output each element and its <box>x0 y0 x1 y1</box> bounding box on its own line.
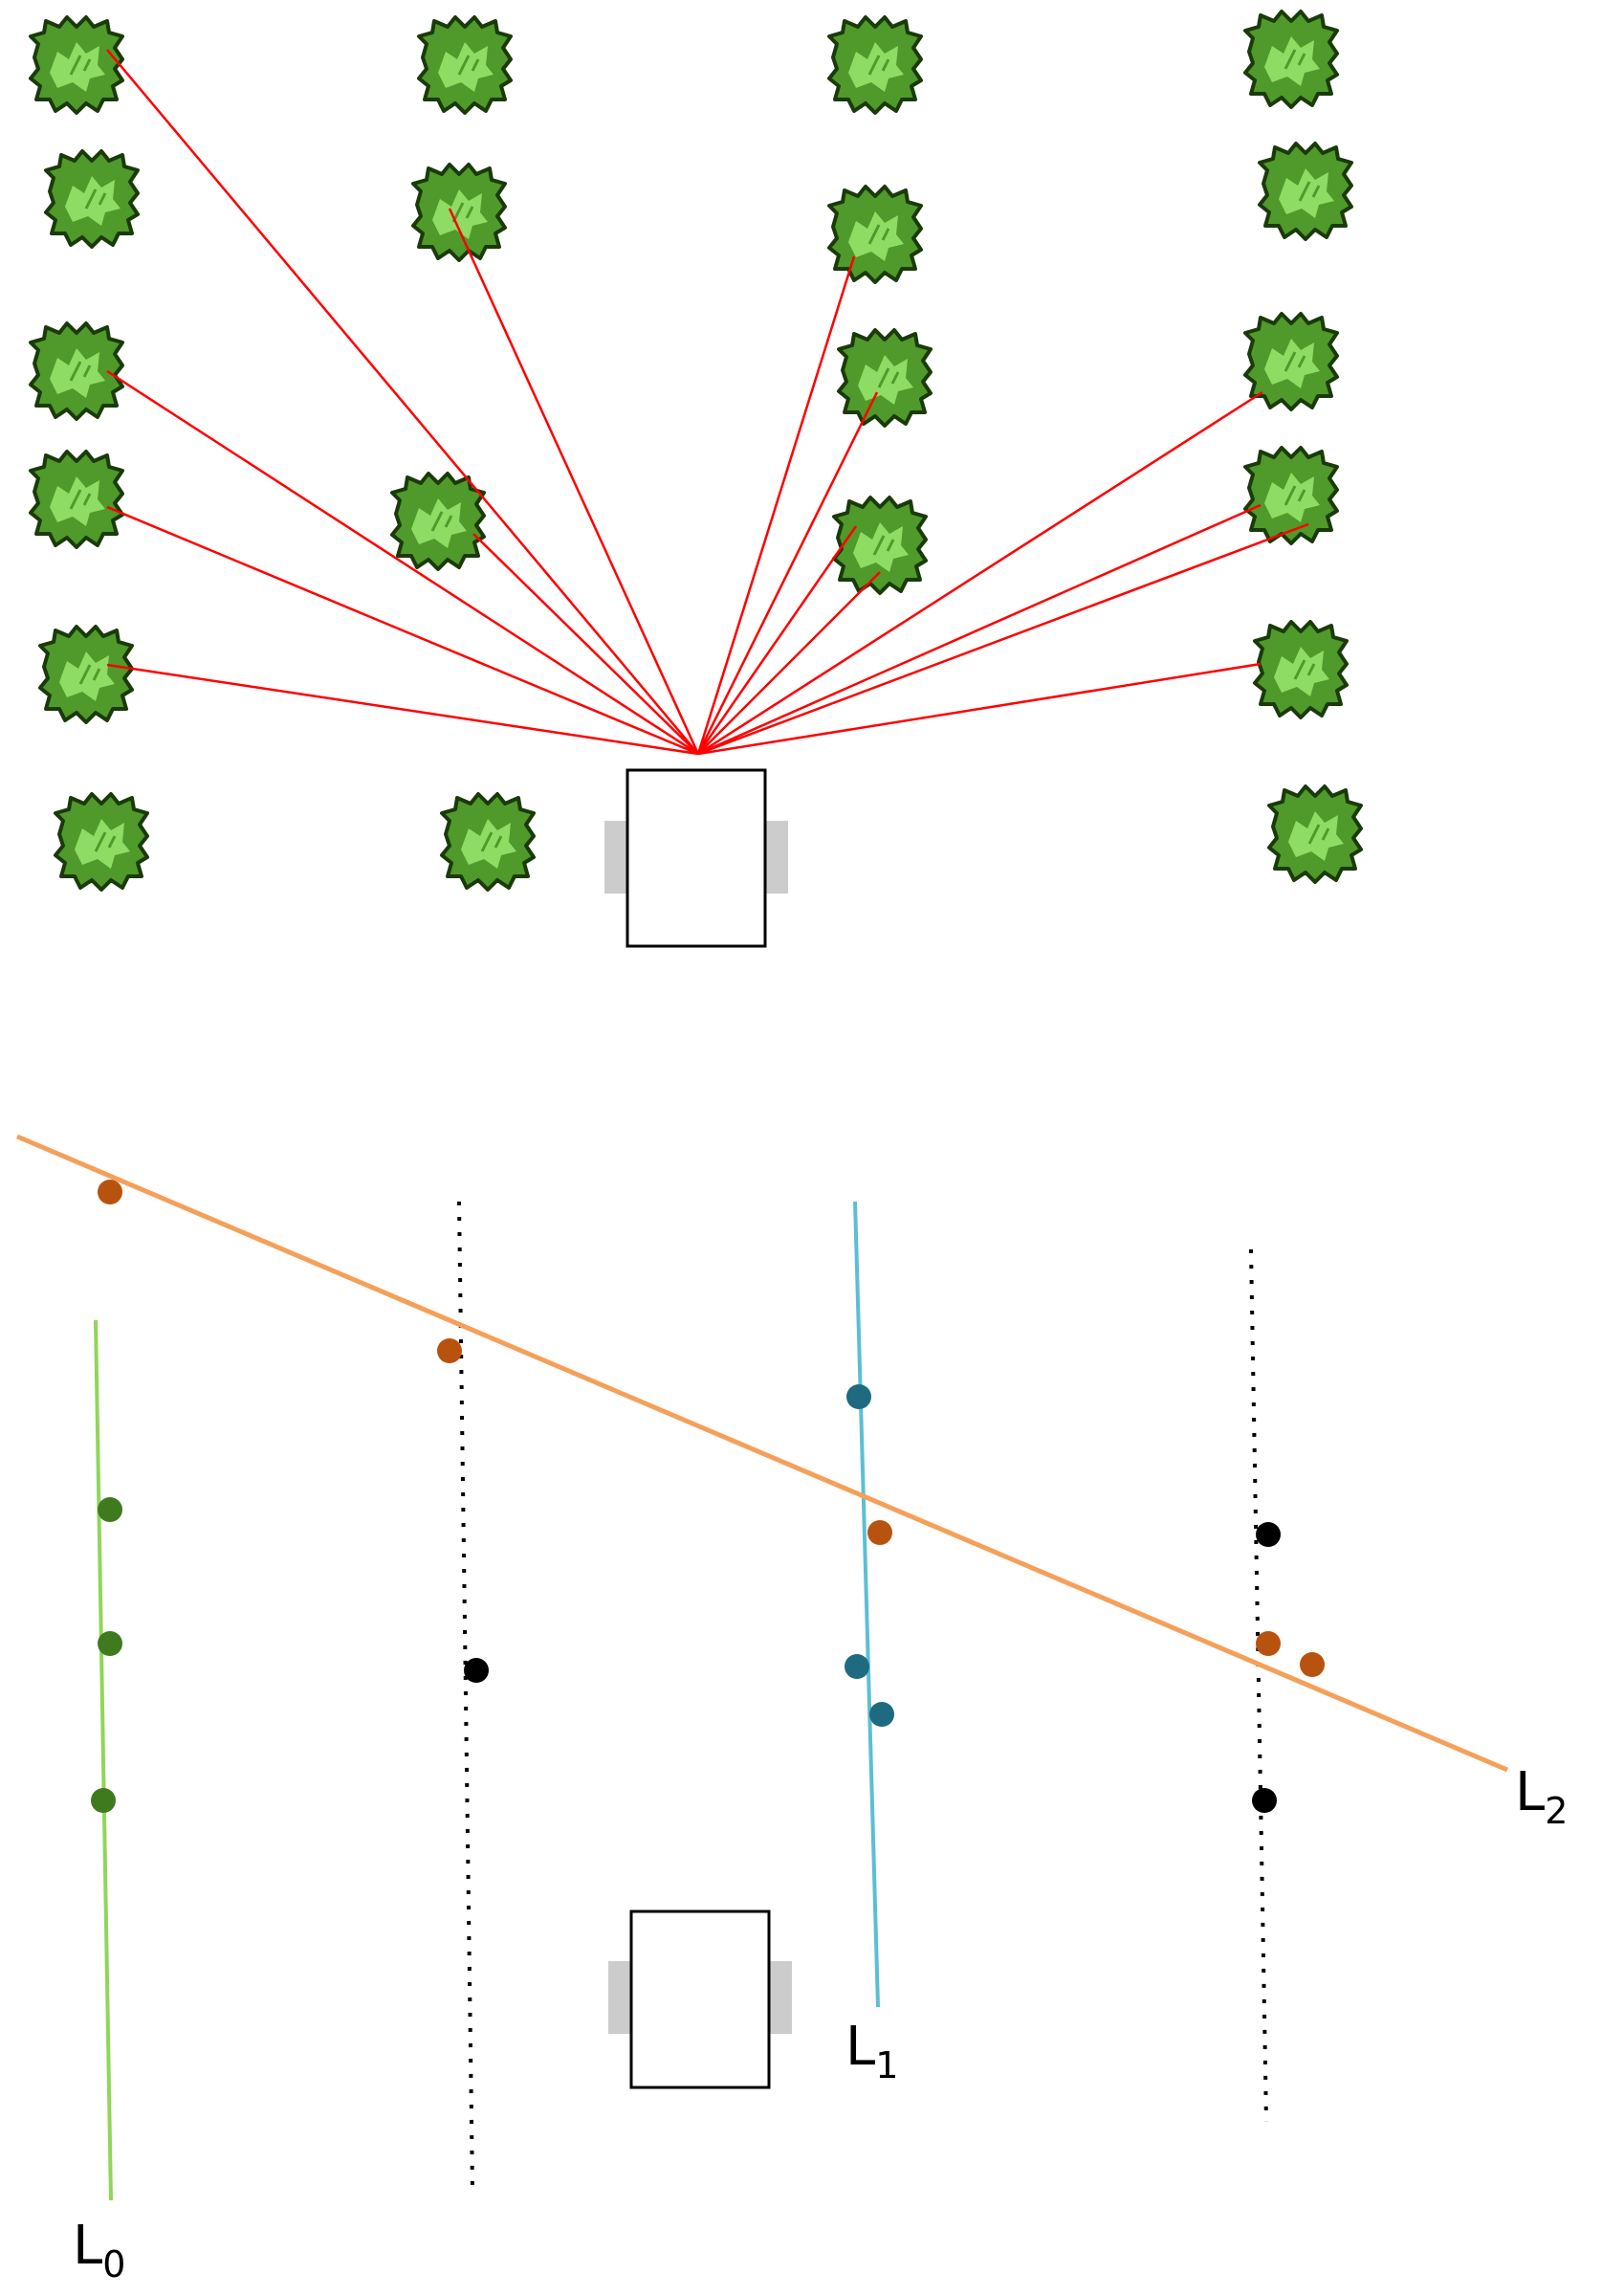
point-L1 <box>869 1702 894 1727</box>
ray <box>472 533 699 755</box>
robot-wheel-left <box>604 821 627 894</box>
ray <box>448 208 700 755</box>
point-L1 <box>846 1384 871 1409</box>
ray <box>697 522 1309 756</box>
plant <box>1243 446 1339 545</box>
robot-bottom <box>608 1910 792 2089</box>
ray <box>697 503 1262 756</box>
robot-wheel-right <box>765 821 788 894</box>
line-L0 <box>94 1319 113 2201</box>
point-L0 <box>98 1631 122 1656</box>
point-L0 <box>91 1788 116 1813</box>
plant <box>440 792 536 892</box>
plant <box>1253 620 1349 719</box>
point-L2 <box>867 1520 892 1545</box>
ray <box>106 369 699 756</box>
ray <box>106 49 699 755</box>
plant <box>827 185 923 284</box>
plant <box>390 472 486 571</box>
plant <box>827 15 923 115</box>
bottom-panel: L0 L1 L2 <box>16 1134 1568 2285</box>
point-L2 <box>437 1338 462 1363</box>
plant <box>38 625 134 724</box>
ray <box>697 571 881 755</box>
plant <box>44 149 140 249</box>
point-L2 <box>1256 1631 1281 1656</box>
plant <box>411 163 507 262</box>
plant <box>1258 142 1353 241</box>
point-L2 <box>1300 1652 1325 1677</box>
plant <box>417 15 513 115</box>
ray <box>697 390 1263 756</box>
point-unassigned <box>1256 1522 1281 1547</box>
plant <box>54 792 149 892</box>
robot-top <box>604 768 788 948</box>
ray <box>696 391 879 755</box>
label-L0: L0 <box>73 2215 125 2285</box>
line-L2 <box>16 1134 1508 1773</box>
ray <box>106 505 699 756</box>
ray <box>696 525 858 755</box>
plant <box>29 15 124 115</box>
point-unassigned <box>1252 1788 1277 1813</box>
ray <box>696 255 856 755</box>
sensor-rays <box>106 49 1309 756</box>
label-L2: L2 <box>1515 1761 1568 1832</box>
ray <box>697 662 1262 756</box>
robot-body <box>625 768 767 948</box>
robot-wheel-left <box>608 1961 631 2034</box>
point-unassigned <box>464 1658 489 1683</box>
top-panel <box>29 10 1363 948</box>
robot-wheel-right <box>769 1961 792 2034</box>
ray <box>106 663 699 756</box>
point-L0 <box>98 1497 122 1522</box>
robot-body <box>629 1910 771 2089</box>
dotted-line-2 <box>1249 1248 1268 2123</box>
point-L1 <box>845 1654 869 1679</box>
point-L2 <box>98 1180 122 1204</box>
plant <box>29 450 124 549</box>
label-L1: L1 <box>845 2016 898 2086</box>
plant <box>1243 10 1339 109</box>
line-L1 <box>853 1201 880 2008</box>
plant <box>832 496 928 595</box>
plant <box>1267 784 1363 884</box>
plant <box>837 328 933 428</box>
